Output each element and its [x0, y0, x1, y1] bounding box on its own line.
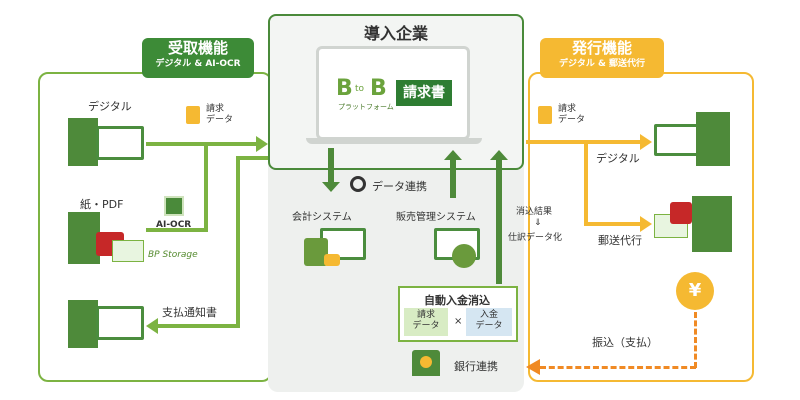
ai-ocr-label: AI-OCR: [156, 220, 192, 230]
document-icon: [186, 106, 200, 124]
receive-subtitle: デジタル & AI-OCR: [155, 59, 241, 69]
right-invoice-label-1: 請求: [558, 104, 577, 114]
arrow-payment-top: [236, 156, 268, 160]
building-icon: [68, 212, 100, 264]
building-icon: [68, 118, 98, 166]
chip-payment-1: 入金: [479, 310, 498, 320]
chip-icon: [164, 196, 184, 216]
left-invoice-label-2: データ: [206, 115, 234, 125]
logo-btob: B to B プラットフォーム: [336, 76, 396, 112]
arrow-paper-vertical: [204, 144, 208, 230]
laptop-base: [306, 138, 482, 144]
accounting-label: 会計システム: [292, 212, 352, 223]
reconcile-result-label: 消込結果: [516, 207, 553, 217]
building-icon: [68, 300, 98, 348]
monitor-icon: [96, 126, 144, 160]
arrow-to-mail-vertical: [584, 142, 588, 226]
logo-b1: B: [336, 76, 353, 101]
arrow-paper-horizontal: [146, 228, 208, 232]
issue-subtitle: デジタル & 郵送代行: [559, 59, 645, 69]
auto-reconcile-title: 自動入金消込: [424, 294, 490, 307]
envelope-icon: [112, 240, 144, 262]
bank-link-label: 銀行連携: [454, 360, 498, 373]
paper-pdf-label: 紙・PDF: [80, 198, 124, 211]
receive-badge: 受取機能 デジタル & AI-OCR: [142, 38, 254, 78]
payment-notice-label: 支払通知書: [162, 306, 217, 319]
down-arrow-symbol: ⇓: [534, 218, 542, 228]
product-badge: 請求書: [396, 80, 452, 106]
arrow-payment-bottom: [156, 324, 240, 328]
sales-label: 販売管理システム: [396, 212, 476, 223]
dashed-vertical: [694, 312, 697, 368]
left-digital-label: デジタル: [88, 100, 132, 113]
yen-coin-icon: ¥: [676, 272, 714, 310]
issue-badge: 発行機能 デジタル & 郵送代行: [540, 38, 664, 78]
dashed-horizontal: [540, 366, 696, 369]
chip-invoice-2: データ: [412, 321, 440, 331]
transfer-label: 振込（支払）: [592, 336, 658, 349]
logo-to: to: [355, 84, 365, 94]
building-icon: [696, 112, 730, 166]
journal-data-label: 仕訳データ化: [508, 233, 563, 243]
right-digital-label: デジタル: [596, 152, 640, 165]
receive-title: 受取機能: [167, 39, 228, 57]
logo-platform: プラットフォーム: [338, 103, 394, 111]
sync-icon: [350, 176, 366, 192]
chip-payment-2: データ: [475, 321, 503, 331]
coins-icon: [324, 254, 340, 266]
monitor-icon: [96, 306, 144, 340]
chip-payment-data: 入金 データ: [466, 308, 512, 336]
right-invoice-label-2: データ: [558, 115, 586, 125]
arrow-up-from-sales: [450, 160, 456, 198]
building-icon: [692, 196, 732, 252]
left-invoice-label-1: 請求: [206, 104, 225, 114]
company-title: 導入企業: [363, 24, 428, 43]
mailbox-icon: [670, 202, 692, 224]
bp-storage-logo: BP Storage: [148, 250, 198, 260]
mail-agent-label: 郵送代行: [598, 234, 642, 247]
data-link-label: データ連携: [372, 180, 427, 193]
arrow-digital-to-center: [146, 142, 258, 146]
gear-icon: [452, 244, 476, 268]
arrow-payment-vertical: [236, 156, 240, 326]
chip-invoice-data: 請求 データ: [404, 308, 448, 336]
monitor-icon: [654, 124, 700, 156]
arrow-down-to-accounting: [328, 148, 334, 184]
arrow-to-mail-horizontal: [584, 222, 642, 226]
issue-title: 発行機能: [571, 39, 632, 57]
arrow-up-from-reconcile: [496, 160, 502, 284]
chip-invoice-1: 請求: [416, 310, 435, 320]
times-symbol: ×: [454, 316, 463, 327]
document-icon: [538, 106, 552, 124]
logo-b2: B: [370, 76, 387, 101]
